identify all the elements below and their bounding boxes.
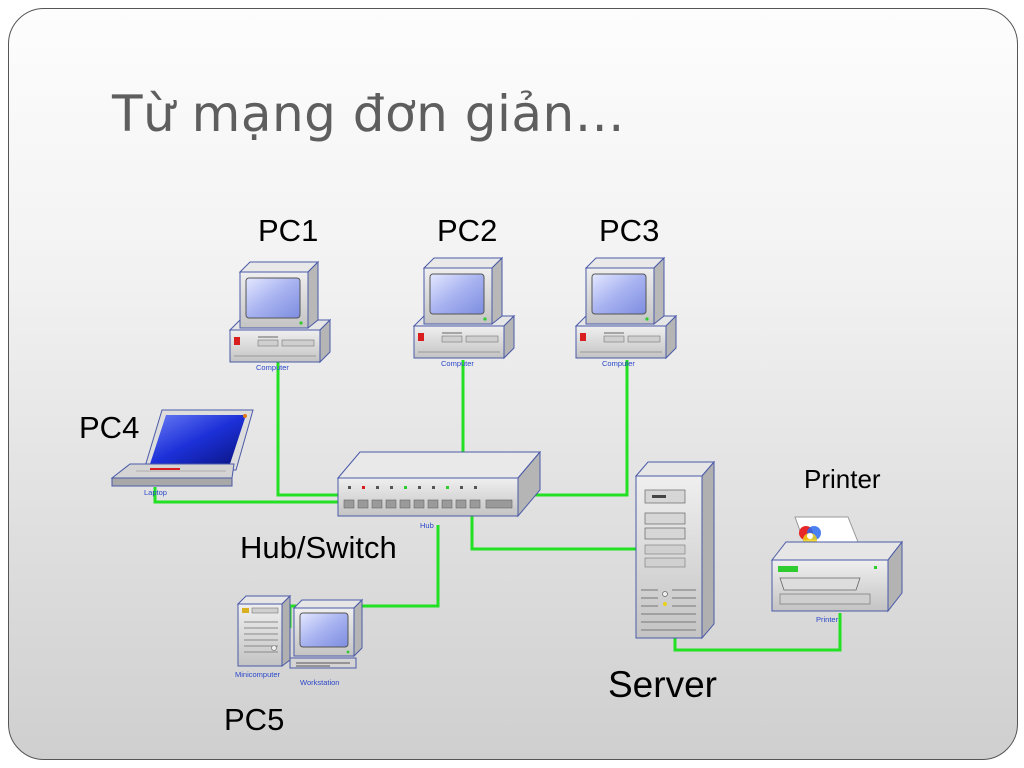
hub-caption: Hub [420, 521, 434, 530]
label-pc1: PC1 [258, 213, 319, 248]
label-pc4: PC4 [79, 410, 140, 445]
link-server-hub [470, 505, 638, 551]
pc5-workstation-icon [289, 598, 364, 669]
label-server: Server [608, 664, 717, 705]
label-hub-switch: Hub/Switch [240, 530, 397, 565]
pc4-caption: Laptop [144, 488, 167, 497]
label-pc5: PC5 [224, 702, 285, 737]
pc1-caption: Computer [256, 363, 289, 372]
pc5-minicomputer-icon [236, 594, 292, 667]
server-icon [634, 460, 716, 640]
pc1-computer-icon [229, 261, 331, 363]
pc2-caption: Computer [441, 359, 474, 368]
pc2-computer-icon [413, 257, 515, 359]
workstation-caption: Workstation [300, 678, 339, 687]
label-pc2: PC2 [437, 213, 498, 248]
minicomputer-caption: Minicomputer [235, 670, 281, 679]
printer-icon [770, 516, 904, 613]
label-pc3: PC3 [599, 213, 660, 248]
pc3-caption: Computer [602, 359, 635, 368]
link-server-printer [673, 613, 842, 652]
pc4-laptop-icon [110, 409, 254, 487]
printer-caption: Printer [816, 615, 839, 624]
label-printer: Printer [804, 464, 881, 494]
pc3-computer-icon [575, 257, 677, 359]
slide-title: Từ mạng đơn giản… [112, 85, 626, 143]
hub-icon [336, 450, 542, 518]
link-pc4-hub [153, 487, 372, 504]
slide [8, 8, 1018, 760]
